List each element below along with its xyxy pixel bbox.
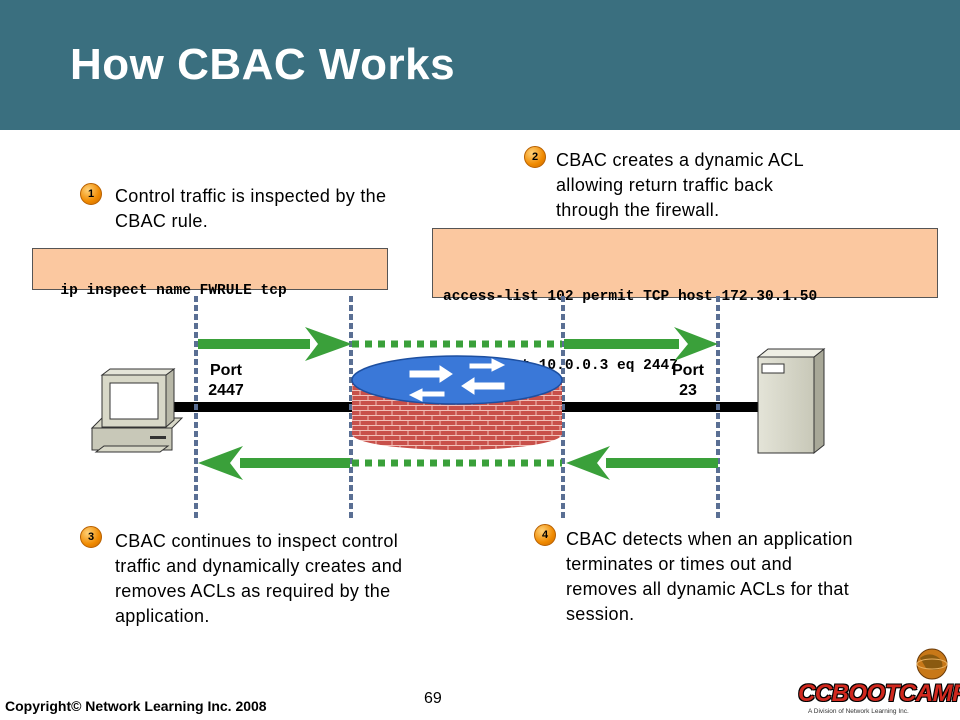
step-1-badge: 1 xyxy=(80,183,102,205)
step-2-text: CBAC creates a dynamic ACL allowing retu… xyxy=(556,148,804,223)
client-pc-icon xyxy=(90,368,184,453)
step-2-line: allowing return traffic back xyxy=(556,175,774,195)
page-number: 69 xyxy=(424,690,442,707)
globe-logo-icon xyxy=(916,648,948,680)
arrow-outbound-right xyxy=(564,327,718,361)
server-icon xyxy=(756,347,826,455)
copyright-text: Copyright© Network Learning Inc. 2008 xyxy=(5,698,267,714)
acl-code-line: access-list 102 permit TCP host 172.30.1… xyxy=(443,289,818,305)
logo-wordmark: CCBOOTCAMP xyxy=(798,680,960,707)
acl-box: access-list 102 permit TCP host 172.30.1… xyxy=(432,228,938,374)
step-3-line: removes ACLs as required by the xyxy=(115,581,391,601)
port-label-line: Port xyxy=(210,362,242,379)
port-label-23: Port 23 xyxy=(660,361,716,401)
step-1-text: Control traffic is inspected by the CBAC… xyxy=(115,184,386,234)
step-4-line: session. xyxy=(566,604,635,624)
port-label-2447: Port 2447 xyxy=(198,361,254,401)
arrow-return-left xyxy=(198,446,350,480)
step-3-text: CBAC continues to inspect control traffi… xyxy=(115,529,402,629)
inspect-rule-code: ip inspect name FWRULE tcp xyxy=(60,283,287,299)
inspect-rule-box: ip inspect name FWRULE tcp xyxy=(32,248,388,299)
step-2-line: through the firewall. xyxy=(556,200,720,220)
step-4-badge: 4 xyxy=(534,524,556,546)
slide-title: How CBAC Works xyxy=(70,40,456,89)
step-3-badge: 3 xyxy=(80,526,102,548)
logo-tagline: A Division of Network Learning Inc. xyxy=(808,708,909,715)
step-2-badge: 2 xyxy=(524,146,546,168)
dashed-boundary-lines xyxy=(194,296,720,520)
step-4-text: CBAC detects when an application termina… xyxy=(566,527,853,627)
title-bar xyxy=(0,0,960,130)
step-3-line: CBAC continues to inspect control xyxy=(115,531,399,551)
firewall-path-dots xyxy=(352,340,562,467)
step-1-line: CBAC rule. xyxy=(115,211,209,231)
step-3-line: application. xyxy=(115,606,210,626)
port-label-line: Port xyxy=(672,362,704,379)
port-label-line: 23 xyxy=(679,382,697,399)
step-4-line: terminates or times out and xyxy=(566,554,793,574)
step-2-line: CBAC creates a dynamic ACL xyxy=(556,150,804,170)
ccbootcamp-logo: CCBOOTCAMP A Division of Network Learnin… xyxy=(790,650,960,720)
arrow-outbound-left xyxy=(198,327,352,361)
firewall-router-icon xyxy=(351,355,563,450)
port-label-line: 2447 xyxy=(208,382,244,399)
step-4-line: CBAC detects when an application xyxy=(566,529,853,549)
step-1-line: Control traffic is inspected by the xyxy=(115,186,387,206)
step-3-line: traffic and dynamically creates and xyxy=(115,556,403,576)
step-4-line: removes all dynamic ACLs for that xyxy=(566,579,850,599)
arrow-return-right xyxy=(566,446,718,480)
